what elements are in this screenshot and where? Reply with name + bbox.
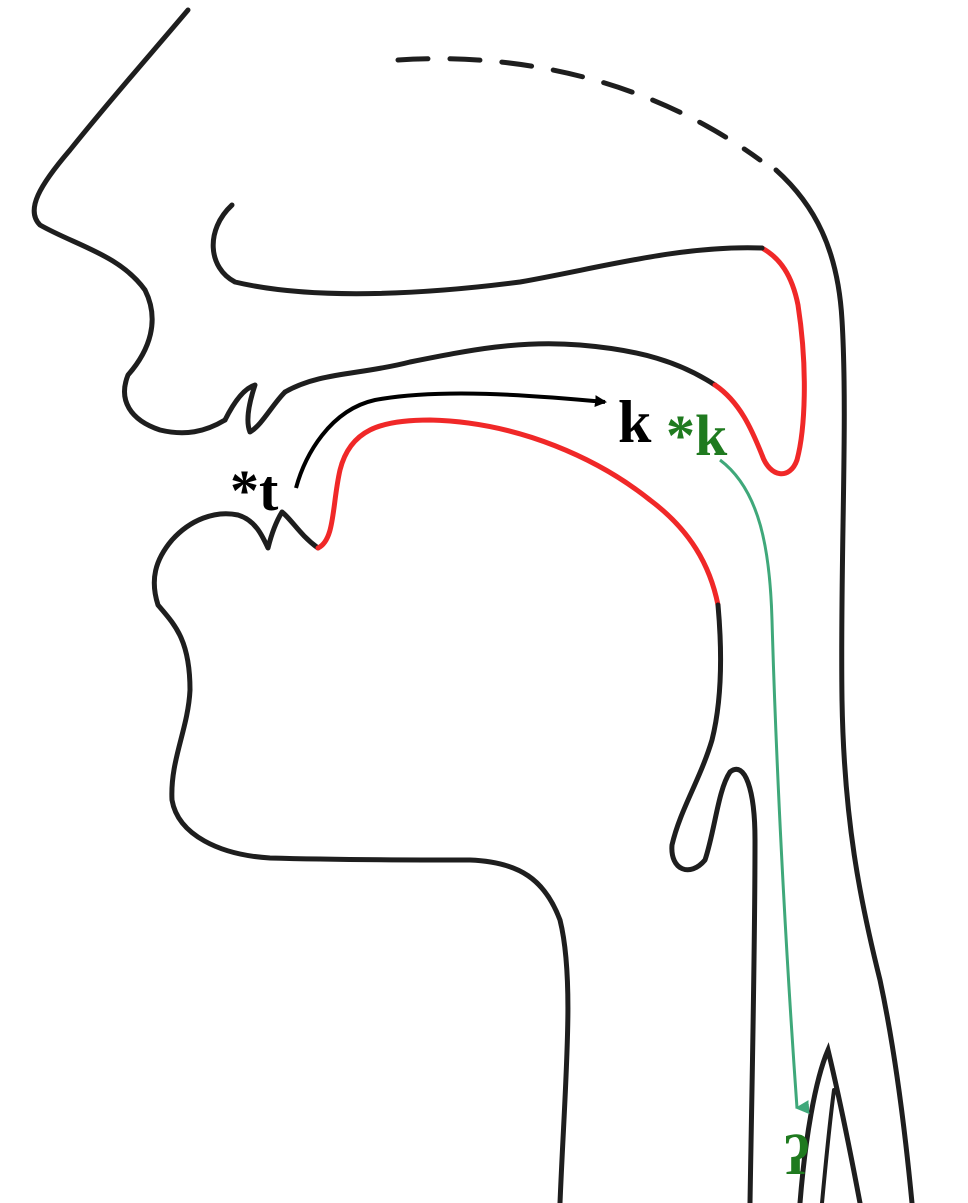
larynx-inner-outline <box>822 1090 834 1203</box>
face-profile-outline <box>34 10 225 433</box>
t-to-k-arrow <box>296 394 605 488</box>
tongue-highlight <box>318 420 718 605</box>
tongue-root-outline <box>672 605 755 1203</box>
source-k-label: *k <box>666 407 727 465</box>
hard-palate-outline <box>285 344 715 392</box>
k-to-glottal-arrow <box>720 460 797 1108</box>
velum-highlight <box>715 248 804 474</box>
lower-lip-chin-outline <box>154 512 568 1203</box>
glottal-stop-label: ʔ <box>784 1128 809 1184</box>
nasal-cavity-outline <box>213 205 762 294</box>
skull-dashed-outline <box>398 59 760 160</box>
pharynx-back-wall-outline <box>776 170 912 1203</box>
source-t-label: *t <box>230 462 278 520</box>
target-k-label: k <box>618 392 651 452</box>
upper-teeth-outline <box>225 385 285 432</box>
